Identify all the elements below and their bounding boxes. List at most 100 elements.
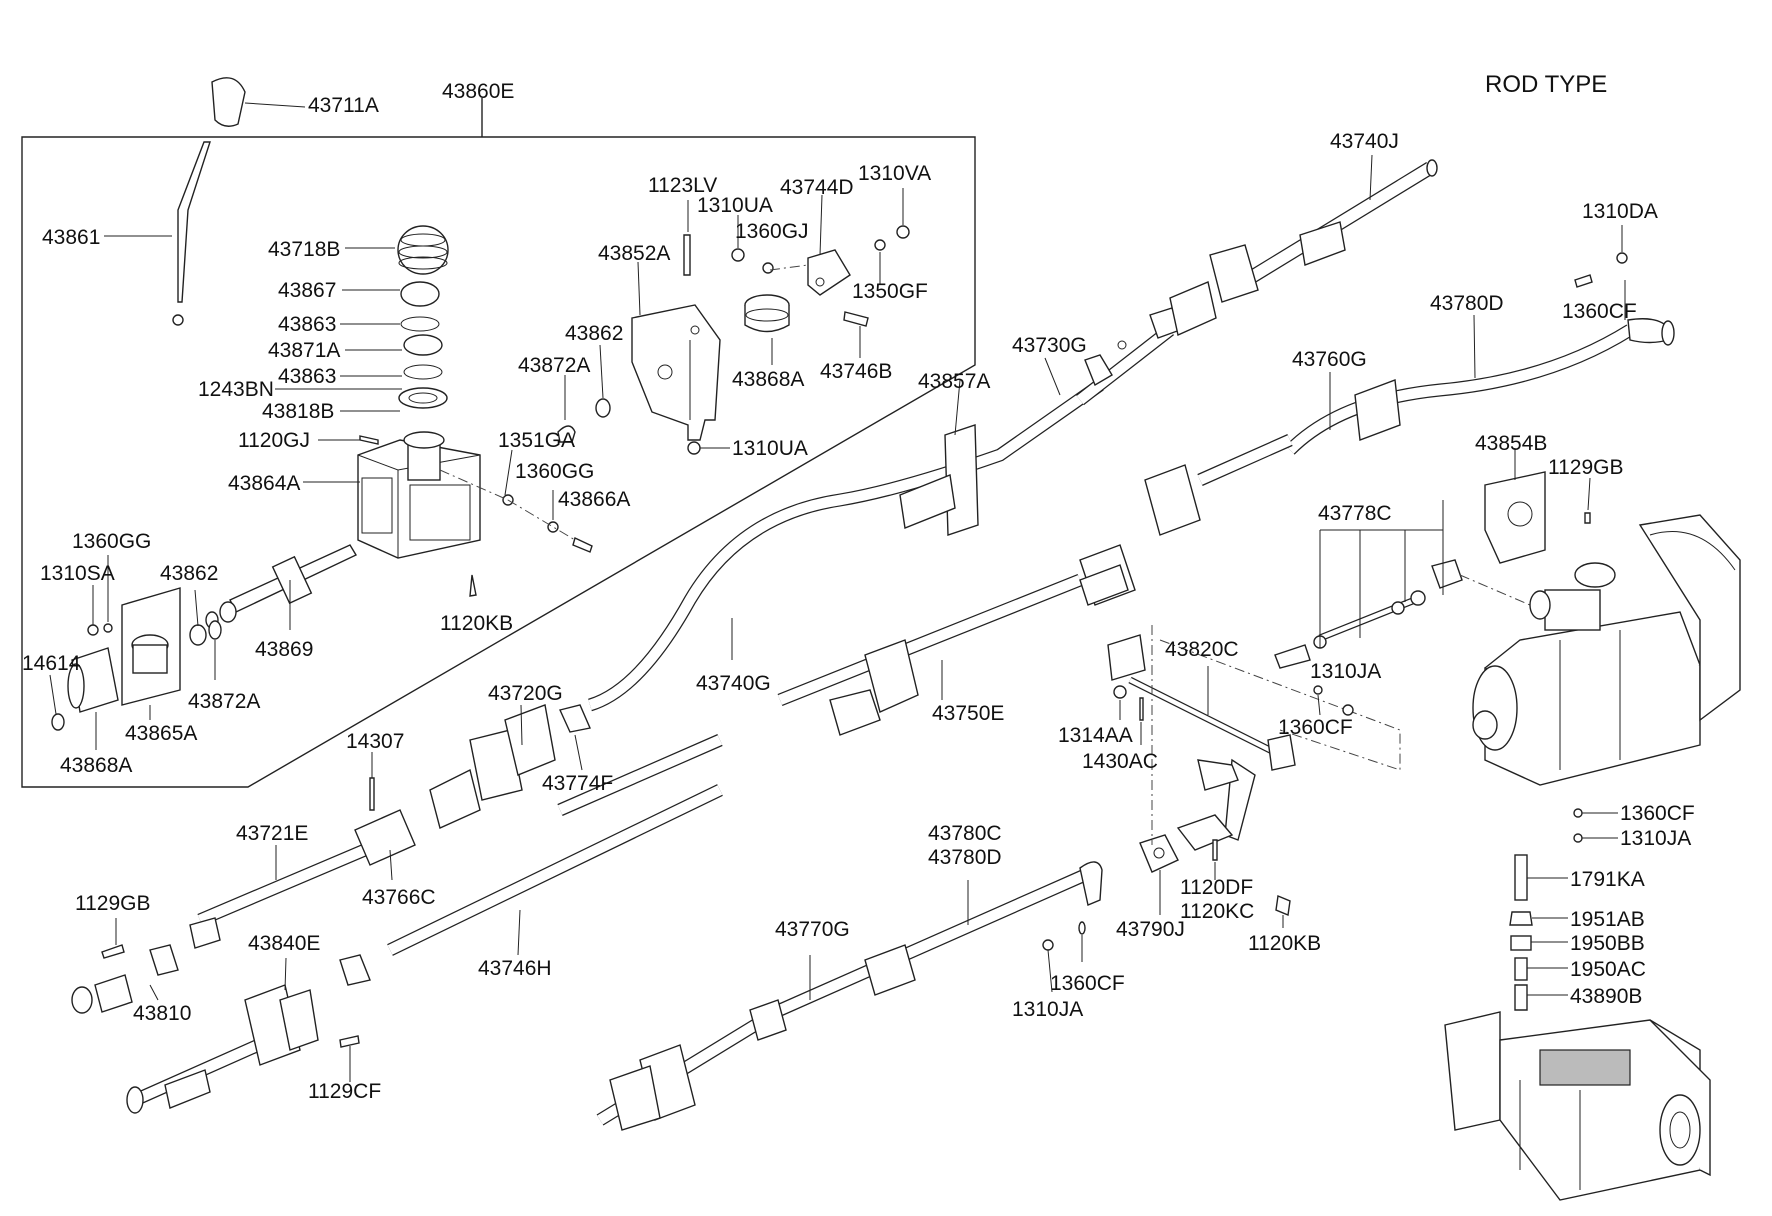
label-43778C: 43778C [1318, 502, 1392, 525]
clip-43774F [559, 704, 591, 733]
label-1950BB: 1950BB [1570, 932, 1645, 955]
leader-43766C [389, 849, 393, 881]
label-1360CFa: 1360CF [1562, 300, 1637, 323]
label-1360CFc: 1360CF [1050, 972, 1125, 995]
boot-43868Aa [744, 294, 790, 333]
bolt-43746B [843, 311, 869, 327]
mounting-plate-43865A [121, 587, 181, 706]
bolt-1129CF [339, 1035, 360, 1048]
label-43864A: 43864A [228, 472, 300, 495]
label-43746B: 43746B [820, 360, 892, 383]
nut-1310SA [87, 624, 99, 636]
nut-1314AA [1113, 685, 1127, 699]
leader-43746H [517, 909, 521, 956]
label-43854B: 43854B [1475, 432, 1547, 455]
leader-1351GA [504, 449, 513, 496]
clevis-43744D [807, 249, 851, 296]
label-1310UAb: 1310UA [732, 437, 808, 460]
leader-43740J [1369, 154, 1373, 201]
dash-43820C-2 [1159, 639, 1401, 771]
label-43818B: 43818B [262, 400, 334, 423]
leader-43778C-tree [1319, 500, 1444, 648]
leader-43720G [520, 704, 523, 746]
label-43857A: 43857A [918, 370, 990, 393]
dash-bracket [769, 264, 809, 271]
label-1120DF: 1120DF [1180, 876, 1253, 899]
label-43872Ab: 43872A [188, 690, 260, 713]
label-1129GBa: 1129GB [1548, 456, 1624, 479]
label-43863a: 43863 [278, 313, 336, 336]
label-1120GJ: 1120GJ [238, 429, 310, 452]
bolt-1120KBb [1275, 895, 1291, 916]
dash-43778C [1459, 574, 1531, 606]
boot-43720G [429, 704, 556, 829]
nut-1310UAa [731, 248, 745, 262]
label-43746H: 43746H [478, 957, 552, 980]
rod-43740J [1076, 159, 1438, 406]
label-43740J: 43740J [1330, 130, 1399, 153]
label-43721E: 43721E [236, 822, 308, 845]
mount-43857A [899, 424, 979, 536]
assembly-boundary [21, 136, 976, 788]
label-43780C: 43780C [928, 822, 1002, 845]
sensor-stack [1509, 854, 1533, 1011]
label-43872Aa: 43872A [518, 354, 590, 377]
label-43744D: 43744D [780, 176, 854, 199]
part-labels: 43711A 43860E 43861 43718B 43867 43863 4… [22, 80, 1695, 1103]
label-43711A: 43711A [308, 94, 379, 117]
leader-1360CFb [1317, 694, 1321, 716]
label-1314AA: 1314AA [1058, 724, 1133, 747]
rod-43770G [596, 861, 1103, 1131]
label-1791KA: 1791KA [1570, 868, 1645, 891]
label-43861: 43861 [42, 226, 100, 249]
nut-1310VA [896, 225, 910, 239]
label-1360GGb: 1360GG [72, 530, 151, 553]
label-43720G: 43720G [488, 682, 563, 705]
shift-rod-43869 [205, 544, 357, 629]
label-43774F: 43774F [542, 772, 613, 795]
label-1951AB: 1951AB [1570, 908, 1645, 931]
bolt-1129GBa [1584, 512, 1591, 524]
bolt-1120KB [469, 574, 477, 597]
bracket-43854B [1484, 471, 1546, 564]
dash-housing-2 [507, 499, 576, 541]
label-1310SA: 1310SA [40, 562, 115, 585]
shift-housing-part [357, 431, 481, 559]
pin-14307 [369, 777, 375, 811]
label-43840E: 43840E [248, 932, 320, 955]
label-1243BN: 1243BN [198, 378, 274, 401]
washer-1360CFd [1573, 808, 1583, 818]
bolt-1120GJ [359, 435, 379, 445]
bolt-1120DF [1212, 839, 1218, 861]
bolt-1123LV [683, 234, 691, 276]
label-1350GF: 1350GF [852, 280, 928, 303]
transmission-small [1444, 1011, 1711, 1201]
label-43869: 43869 [255, 638, 313, 661]
boot-43840E [126, 954, 371, 1114]
leader-43774F [574, 734, 583, 771]
boot-43750E [829, 464, 1201, 736]
bolt-1360CFa [1574, 274, 1593, 288]
label-1360CFb: 1360CF [1278, 716, 1353, 739]
link-43778C [1274, 559, 1463, 669]
dash-housing-1 [439, 469, 509, 501]
label-43863b: 43863 [278, 365, 336, 388]
label-43867: 43867 [278, 279, 336, 302]
label-14614: 14614 [22, 652, 81, 675]
label-1129GBb: 1129GB [75, 892, 151, 915]
label-43790J: 43790J [1116, 918, 1185, 941]
label-1120KC: 1120KC [1180, 900, 1254, 923]
washer-1360GG [547, 521, 559, 533]
label-43730G: 43730G [1012, 334, 1087, 357]
label-43890B: 43890B [1570, 985, 1642, 1008]
rod-43740G [587, 379, 1104, 712]
label-43871A: 43871A [268, 339, 340, 362]
label-1310UAa: 1310UA [697, 194, 773, 217]
label-43866A: 43866A [558, 488, 630, 511]
washer-1360GJ [762, 262, 774, 274]
label-43780D2: 43780D [928, 846, 1002, 869]
washer-1360CFb [1313, 685, 1323, 695]
nut-1310DA [1616, 252, 1628, 264]
label-43862b: 43862 [160, 562, 218, 585]
boot-43868Ab [67, 647, 119, 713]
